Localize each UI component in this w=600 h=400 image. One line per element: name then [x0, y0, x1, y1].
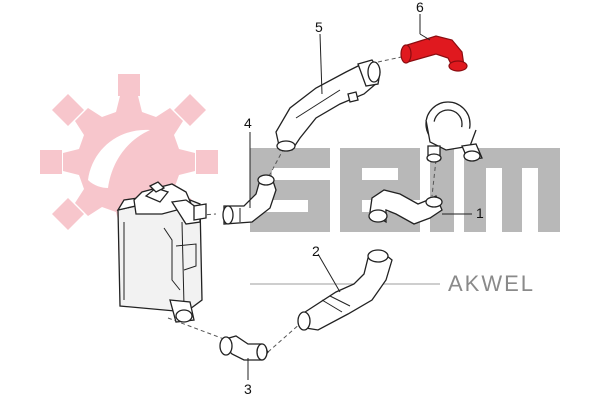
hose-part-3: [219, 335, 269, 361]
callout-2: 2: [312, 243, 320, 259]
hose-part-5: [275, 59, 381, 152]
intercooler-icon: [116, 181, 207, 323]
callout-4: 4: [244, 115, 252, 131]
leader-6b: [419, 33, 431, 41]
leader-5: [319, 33, 323, 95]
logo-letter-e: [340, 148, 420, 232]
brand-text: AKWEL: [448, 271, 535, 296]
leader-2: [317, 253, 341, 293]
hose-part-1: [368, 189, 443, 225]
hose-part-2: [297, 249, 393, 331]
logo-word-letters: [250, 148, 560, 232]
logo-letter-s: [250, 148, 330, 232]
logo-letter-m: [464, 148, 560, 232]
throttle-body-icon: [425, 101, 483, 163]
callout-1: 1: [476, 205, 484, 221]
callouts: 6 5 4 1 2 3: [244, 0, 484, 397]
callout-3: 3: [244, 381, 252, 397]
callout-5: 5: [315, 19, 323, 35]
callout-6: 6: [416, 0, 424, 15]
hose-part-6: [400, 35, 468, 72]
